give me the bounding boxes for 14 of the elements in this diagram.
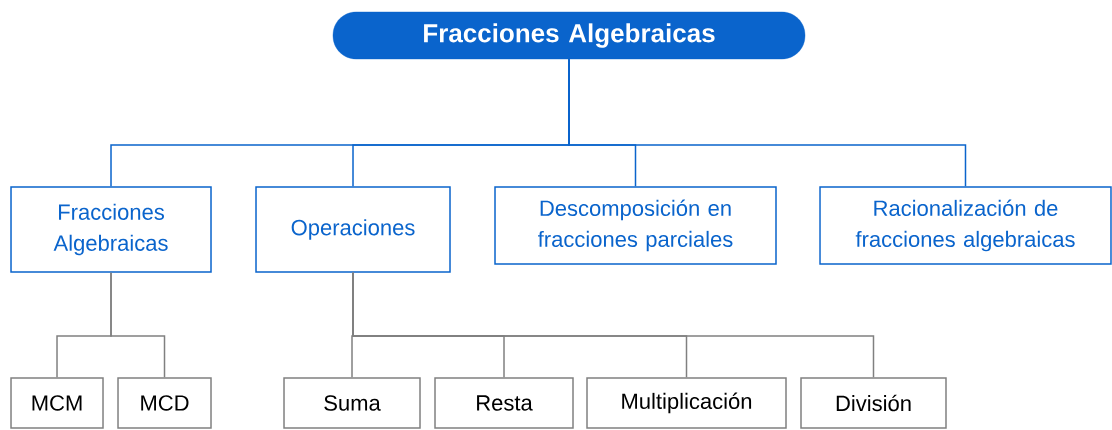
subtopic-box: MCD: [117, 377, 212, 429]
subtopic-box: Multiplicación: [586, 377, 787, 429]
topic-box: Fracciones Algebraicas: [10, 186, 212, 273]
subtopic-box: MCM: [10, 377, 104, 429]
connector-line: [352, 272, 875, 378]
connector-line: [568, 58, 967, 187]
subtopic-box: Resta: [434, 377, 574, 429]
topic-box: Racionalización de fracciones algebraicas: [819, 186, 1112, 265]
topic-box: Descomposición en fracciones parciales: [494, 186, 777, 265]
connector-line: [110, 272, 166, 378]
subtopic-box: Suma: [283, 377, 421, 429]
title-pill: Fracciones Algebraicas: [332, 11, 806, 60]
subtopic-box: División: [800, 377, 947, 429]
topic-box: Operaciones: [255, 186, 451, 273]
